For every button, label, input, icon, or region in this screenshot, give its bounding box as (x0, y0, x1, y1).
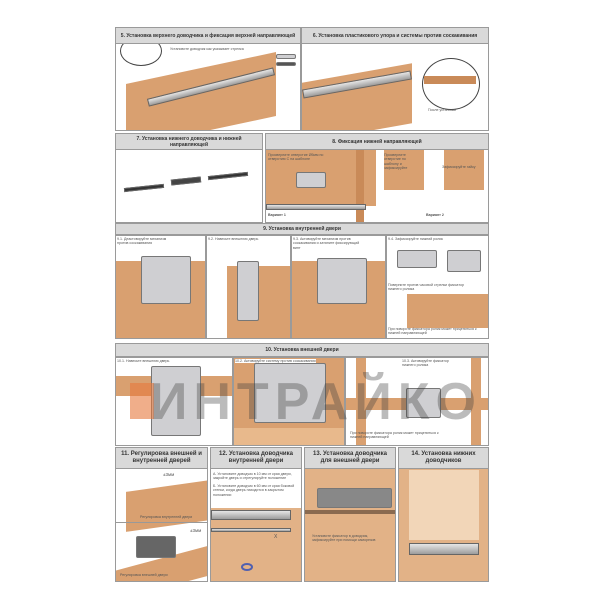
closer-part (276, 54, 296, 59)
step-9-4-text: 9.4. Зафиксируйте нижний ролик (388, 237, 443, 241)
variant-2-label: Вариант 2 (426, 213, 444, 217)
rotate-arrow-icon (241, 563, 253, 571)
adjust-dim-2: ±3мм (190, 528, 202, 533)
step-11-caption-2: Регулировка внешней двери (120, 573, 168, 577)
step-9-header: 9. Установка внутренней двери (115, 223, 489, 235)
step-12-header: 12. Установка доводчика внутренней двери (210, 447, 302, 469)
panel-step-9-3 (291, 235, 386, 339)
panel-step-14 (398, 447, 489, 582)
step-5-note: Установите доводчик как указывает стрелк… (170, 47, 244, 51)
step-6-header: 6. Установка пластикового упора и систем… (301, 27, 489, 44)
step-9-4-note-2: При повороте фиксатора ролик может прице… (388, 327, 477, 336)
step-8-note-1: Просверлите отверстие Ø5мм по отверстию … (268, 153, 324, 162)
step-11-header: 11. Регулировка внешней и внутренней две… (115, 447, 208, 469)
panel-step-10-2 (233, 357, 345, 446)
step-9-4-note-1: Поверните против часовой стрелки фиксато… (388, 283, 464, 292)
step-9-2-text: 9.2. Навесьте внешнюю дверь (208, 237, 259, 241)
step-14-header: 14. Установка нижних доводчиков (398, 447, 489, 469)
step-6-note: После установки (428, 108, 457, 112)
watermark: ИНТРАЙКО (150, 373, 482, 431)
step-13-note: Установите фиксатор в доводчик, зафиксир… (312, 534, 376, 543)
variant-1-label: Вариант 1 (268, 213, 286, 217)
panel-step-10-3 (345, 357, 489, 446)
step-12-text-b: Б. Установите доводчик в 60 мм от края б… (213, 484, 295, 497)
step-8-note-2: Просверлите отверстие по шаблону и зафик… (384, 153, 408, 171)
panel-step-13 (304, 447, 396, 582)
step-12-text-a: А. Установите доводчик в 10 мм от края д… (213, 472, 292, 481)
panel-step-9-1 (115, 235, 206, 339)
adjust-dim-1: ±3мм (163, 472, 175, 477)
panel-step-9-4 (386, 235, 489, 339)
step-10-2-text: 10.2. Активируйте систему против соскаки… (235, 359, 316, 364)
step-10-3-note: При повороте фиксатора ролик может прице… (350, 431, 439, 440)
panel-step-9-2 (206, 235, 291, 339)
step-8-note-3: Зафиксируйте гайку (442, 165, 476, 169)
step-13-header: 13. Установка доводчика для внешней двер… (304, 447, 396, 469)
step-10-3-text: 10.3. Активируйте фиксатор нижнего ролик… (402, 359, 449, 368)
step-9-1-text: 9.1. Деактивируйте механизм против соска… (117, 237, 167, 246)
step-9-3-text: 9.3. Активируйте механизм против соскаки… (293, 237, 360, 250)
step-5-header: 5. Установка верхнего доводчика и фиксац… (115, 27, 301, 44)
panel-step-6 (301, 27, 489, 131)
dimension-x: X (274, 534, 278, 540)
step-10-header: 10. Установка внешней двери (115, 343, 489, 357)
step-10-1-text: 10.1. Навесьте внешнюю дверь (117, 359, 170, 363)
step-7-header: 7. Установка нижнего доводчика и нижней … (115, 133, 263, 150)
detail-magnifier (422, 58, 480, 110)
step-8-header: 8. Фиксация нижней направляющей (265, 133, 489, 150)
watermark-logo (130, 383, 154, 419)
panel-step-12 (210, 447, 302, 582)
step-11-caption-1: Регулировка внутренней двери (140, 515, 193, 519)
